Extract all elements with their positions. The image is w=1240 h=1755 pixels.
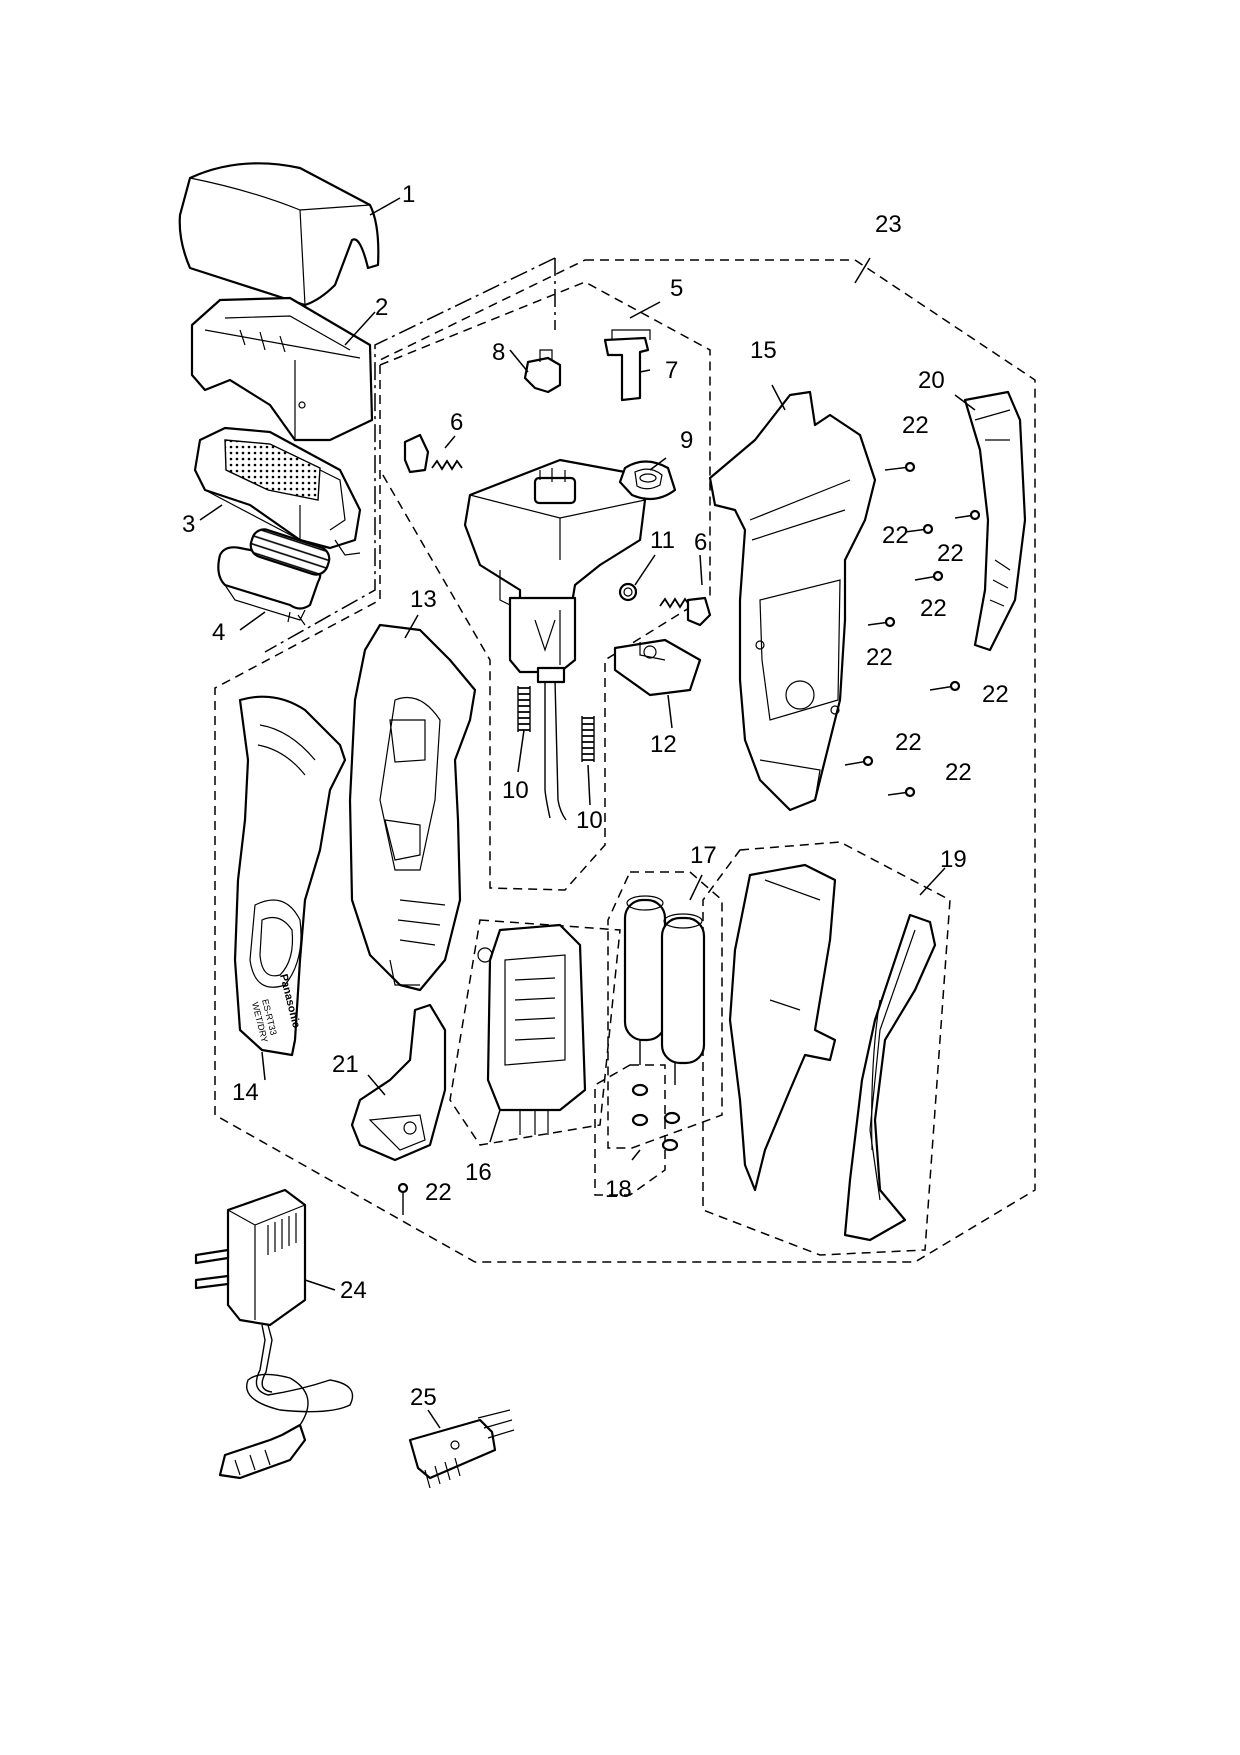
callout-24: 24: [340, 1277, 367, 1304]
callout-22-d: 22: [920, 595, 947, 622]
o-ring: [618, 582, 638, 602]
callout-2: 2: [375, 294, 388, 321]
callout-10-right: 10: [576, 807, 603, 834]
screw: [867, 616, 896, 628]
outer-protective-cap: [178, 162, 380, 307]
screw: [914, 570, 944, 582]
callout-6-left: 6: [450, 409, 463, 436]
callout-22-f: 22: [982, 681, 1009, 708]
callout-9: 9: [680, 427, 693, 454]
callout-17: 17: [690, 842, 717, 869]
callout-21: 21: [332, 1051, 359, 1078]
callout-19: 19: [940, 846, 967, 873]
lever-bracket: [603, 329, 651, 402]
head-group-bracket-2: [264, 257, 556, 653]
rubber-seal: [618, 460, 677, 501]
callout-22-b: 22: [882, 522, 909, 549]
coil-spring-left: [517, 686, 531, 732]
circuit-board-assembly: [477, 923, 587, 1135]
spring-contact-right: [659, 596, 712, 627]
callout-15: 15: [750, 337, 777, 364]
main-body-group-outline: [214, 259, 1036, 1263]
screw: [887, 786, 916, 798]
callout-25: 25: [410, 1384, 437, 1411]
front-case: Panasonic ES-RT33 WET/DRY: [233, 695, 347, 1057]
callout-12: 12: [650, 731, 677, 758]
screw: [844, 755, 874, 767]
callout-20: 20: [918, 367, 945, 394]
screw: [954, 509, 981, 521]
drive-unit: [463, 458, 647, 821]
callout-1: 1: [402, 181, 415, 208]
screw: [904, 523, 934, 535]
trimmer-slider: [613, 638, 702, 697]
rear-cover-group-outline: [702, 841, 951, 1256]
drive-clip: [523, 349, 562, 394]
coil-spring-right: [581, 716, 595, 762]
terminal-group-outline: [594, 1064, 666, 1196]
inner-blades: [217, 528, 331, 626]
screw: [929, 680, 961, 692]
callout-labels: 1 2 3 4 5 6 6 7 8 9 10 10 11 12 13 14 15…: [182, 181, 1009, 1411]
callout-22-a: 22: [902, 412, 929, 439]
cleaning-brush: [408, 1409, 515, 1489]
drive-unit-group-outline: [379, 281, 711, 891]
callout-3: 3: [182, 511, 195, 538]
callout-22-c: 22: [937, 540, 964, 567]
callout-22-h: 22: [945, 759, 972, 786]
pcb-group-outline: [449, 919, 621, 1146]
trimmer-cover: [963, 390, 1027, 652]
group-outlines: [214, 257, 1036, 1263]
callout-14: 14: [232, 1079, 259, 1106]
screws: [397, 461, 981, 1215]
callout-5: 5: [670, 275, 683, 302]
callout-13: 13: [410, 586, 437, 613]
screw: [884, 461, 916, 473]
callout-11: 11: [650, 527, 675, 554]
screw: [397, 1182, 409, 1215]
callout-7: 7: [665, 357, 678, 384]
callout-23: 23: [875, 211, 902, 238]
bottom-cover: [350, 1003, 447, 1162]
callout-4: 4: [212, 619, 225, 646]
inner-body-frame: [348, 623, 477, 992]
ac-adapter: [194, 1188, 354, 1480]
callout-22-g: 22: [895, 729, 922, 756]
callout-22-i: 22: [425, 1179, 452, 1206]
leader-lines: [199, 197, 976, 1429]
rear-cover: [728, 863, 937, 1242]
battery-group-outline: [607, 871, 723, 1149]
main-case: [708, 390, 877, 812]
callout-18: 18: [605, 1176, 632, 1203]
callout-10-left: 10: [502, 777, 529, 804]
battery-pair: [623, 895, 706, 1085]
outer-foil-frame: [190, 296, 374, 442]
outer-foil: [193, 426, 362, 556]
callout-22-e: 22: [866, 644, 893, 671]
callout-6-right: 6: [694, 529, 707, 556]
spring-contact-left: [403, 433, 463, 474]
callout-16: 16: [465, 1159, 492, 1186]
callout-8: 8: [492, 339, 505, 366]
battery-terminals: [631, 1083, 681, 1152]
